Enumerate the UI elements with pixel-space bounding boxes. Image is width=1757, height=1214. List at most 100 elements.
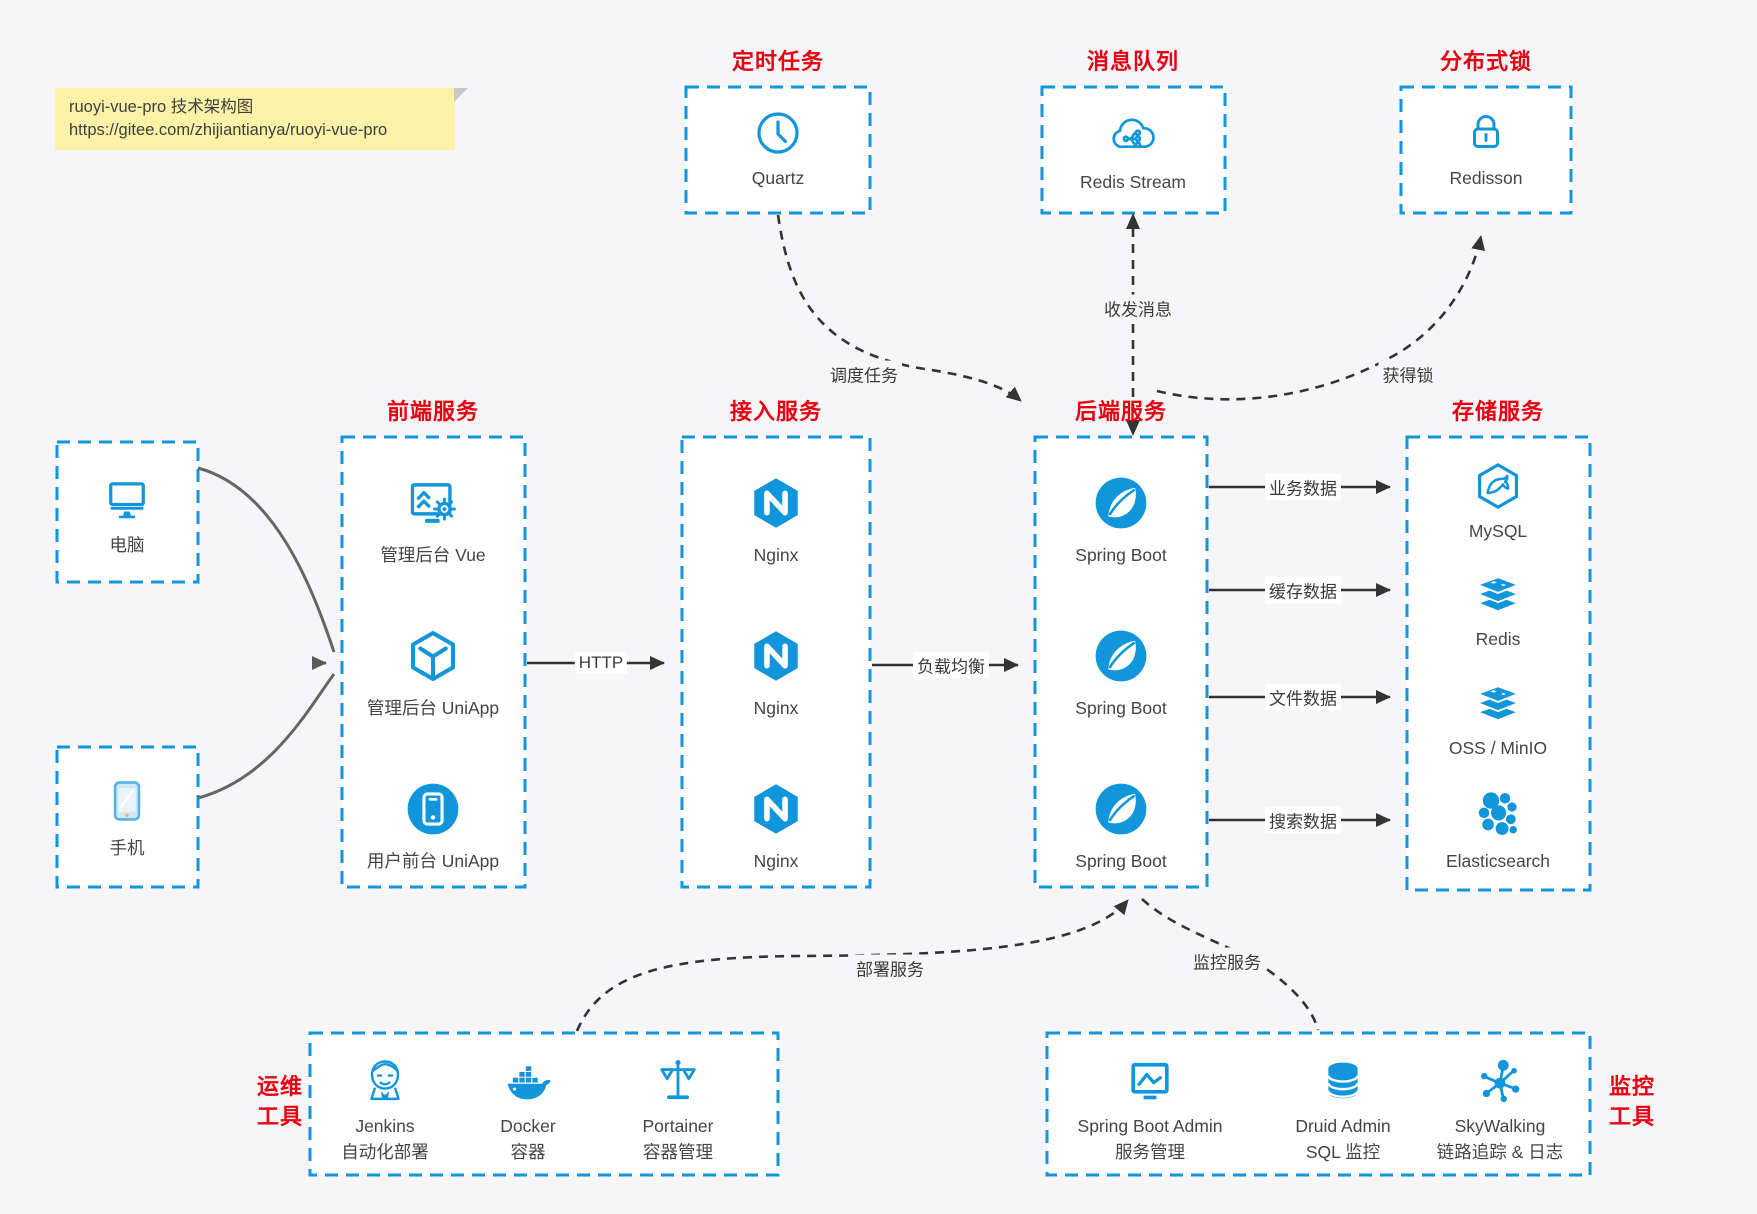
- spring-icon: [1092, 474, 1150, 532]
- sticky-note: ruoyi-vue-pro 技术架构图 https://gitee.com/zh…: [55, 88, 468, 150]
- skywalking-icon: [1474, 1055, 1526, 1107]
- redis-icon: [1472, 677, 1524, 729]
- node-springboot-2: Spring Boot: [1031, 627, 1211, 719]
- node-redis-stream: Redis Stream: [1043, 109, 1223, 193]
- cube-icon: [404, 627, 462, 685]
- business-data-label: 业务数据: [1265, 473, 1341, 501]
- node-sublabel: 容器: [510, 1142, 546, 1162]
- acquire-lock-label: 获得锁: [1378, 360, 1438, 388]
- mq-title: 消息队列: [1086, 49, 1180, 74]
- node-label: 电脑: [109, 535, 145, 555]
- node-label: Jenkins: [355, 1116, 415, 1136]
- node-sublabel: 容器管理: [643, 1142, 713, 1162]
- node-label: Spring Boot: [1075, 698, 1167, 718]
- computer-to-frontend-curve: [197, 466, 336, 653]
- node-mysql: MySQL: [1408, 460, 1588, 542]
- druid-icon: [1317, 1055, 1369, 1107]
- cache-data-label: 缓存数据: [1265, 576, 1341, 604]
- node-quartz: Quartz: [688, 109, 868, 189]
- node-label: Redis: [1475, 629, 1521, 649]
- node-label: Redis Stream: [1079, 172, 1186, 192]
- node-label: Spring Boot: [1075, 851, 1167, 871]
- deploy-label: 部署服务: [852, 954, 928, 982]
- node-label: OSS / MinIO: [1448, 738, 1548, 758]
- node-redisson: Redisson: [1396, 109, 1576, 189]
- node-druid-admin: Druid Admin SQL 监控: [1253, 1055, 1433, 1165]
- node-label: Spring Boot Admin: [1077, 1116, 1223, 1136]
- node-docker: Docker 容器: [438, 1055, 618, 1165]
- portainer-icon: [652, 1055, 704, 1107]
- backend-title: 后端服务: [1074, 399, 1168, 424]
- node-label: 用户前台 UniApp: [366, 851, 500, 871]
- nginx-icon: [747, 780, 805, 838]
- load-balance-label: 负载均衡: [913, 651, 989, 679]
- storage-title: 存储服务: [1451, 399, 1545, 424]
- monitor-label: 监控服务: [1189, 947, 1265, 975]
- gateway-title: 接入服务: [729, 399, 823, 424]
- admin-screen-icon: [404, 474, 462, 532]
- node-sublabel: SQL 监控: [1305, 1142, 1381, 1162]
- scheduler-box-border: [684, 85, 872, 215]
- node-nginx-1: Nginx: [686, 474, 866, 566]
- mobile-app-icon: [404, 780, 462, 838]
- nginx-icon: [747, 474, 805, 532]
- spring-icon: [1092, 780, 1150, 838]
- redis-icon: [1472, 568, 1524, 620]
- phone-icon: [101, 775, 153, 827]
- monitoring-title: 监控 工具: [1608, 1074, 1656, 1129]
- node-elasticsearch: Elasticsearch: [1408, 786, 1588, 872]
- desktop-icon: [101, 472, 153, 524]
- schedule-label: 调度任务: [826, 360, 902, 388]
- sba-icon: [1124, 1055, 1176, 1107]
- node-label: Quartz: [751, 168, 805, 188]
- node-label: Docker: [500, 1116, 556, 1136]
- cloud-share-icon: [1107, 109, 1159, 161]
- monitoring-box-border: [1045, 1031, 1592, 1177]
- phone-to-frontend-curve: [197, 673, 336, 800]
- node-label: Nginx: [753, 851, 799, 871]
- node-label: Elasticsearch: [1445, 851, 1551, 871]
- node-user-uniapp: 用户前台 UniApp: [343, 780, 523, 872]
- note-fold-corner: [454, 88, 468, 102]
- node-label: Portainer: [642, 1116, 714, 1136]
- node-label: Nginx: [753, 545, 799, 565]
- node-label: SkyWalking: [1454, 1116, 1546, 1136]
- node-computer: 电脑: [37, 472, 217, 556]
- message-label: 收发消息: [1100, 294, 1176, 322]
- node-portainer: Portainer 容器管理: [588, 1055, 768, 1165]
- schedule-curve: [776, 214, 1022, 402]
- deploy-curve: [575, 899, 1129, 1032]
- node-label: Spring Boot: [1075, 545, 1167, 565]
- scheduler-title: 定时任务: [731, 49, 825, 74]
- node-label: 管理后台 UniApp: [366, 698, 500, 718]
- frontend-title: 前端服务: [386, 399, 480, 424]
- node-admin-uniapp: 管理后台 UniApp: [343, 627, 523, 719]
- elasticsearch-icon: [1470, 786, 1526, 842]
- node-skywalking: SkyWalking 链路追踪 & 日志: [1410, 1055, 1590, 1165]
- node-nginx-3: Nginx: [686, 780, 866, 872]
- node-label: Redisson: [1449, 168, 1523, 188]
- note-url: https://gitee.com/zhijiantianya/ruoyi-vu…: [69, 121, 388, 139]
- search-data-label: 搜索数据: [1265, 806, 1341, 834]
- node-sublabel: 自动化部署: [341, 1142, 429, 1162]
- node-sublabel: 链路追踪 & 日志: [1436, 1142, 1564, 1162]
- lock-box-border: [1399, 85, 1573, 215]
- nginx-icon: [747, 627, 805, 685]
- ops-box-border: [308, 1031, 780, 1177]
- ops-title: 运维 工具: [256, 1074, 304, 1129]
- message-arrowhead-down: [1126, 420, 1140, 436]
- node-springboot-3: Spring Boot: [1031, 780, 1211, 872]
- spring-icon: [1092, 627, 1150, 685]
- mq-box-border: [1040, 85, 1227, 215]
- node-springboot-1: Spring Boot: [1031, 474, 1211, 566]
- node-redis: Redis: [1408, 568, 1588, 650]
- node-admin-vue: 管理后台 Vue: [343, 474, 523, 566]
- message-arrowhead-up: [1126, 213, 1140, 229]
- node-label: Nginx: [753, 698, 799, 718]
- monitor-curve: [1141, 898, 1320, 1031]
- node-sublabel: 服务管理: [1115, 1142, 1185, 1162]
- lock-title: 分布式锁: [1439, 49, 1533, 74]
- node-oss-minio: OSS / MinIO: [1408, 677, 1588, 759]
- node-jenkins: Jenkins 自动化部署: [295, 1055, 475, 1165]
